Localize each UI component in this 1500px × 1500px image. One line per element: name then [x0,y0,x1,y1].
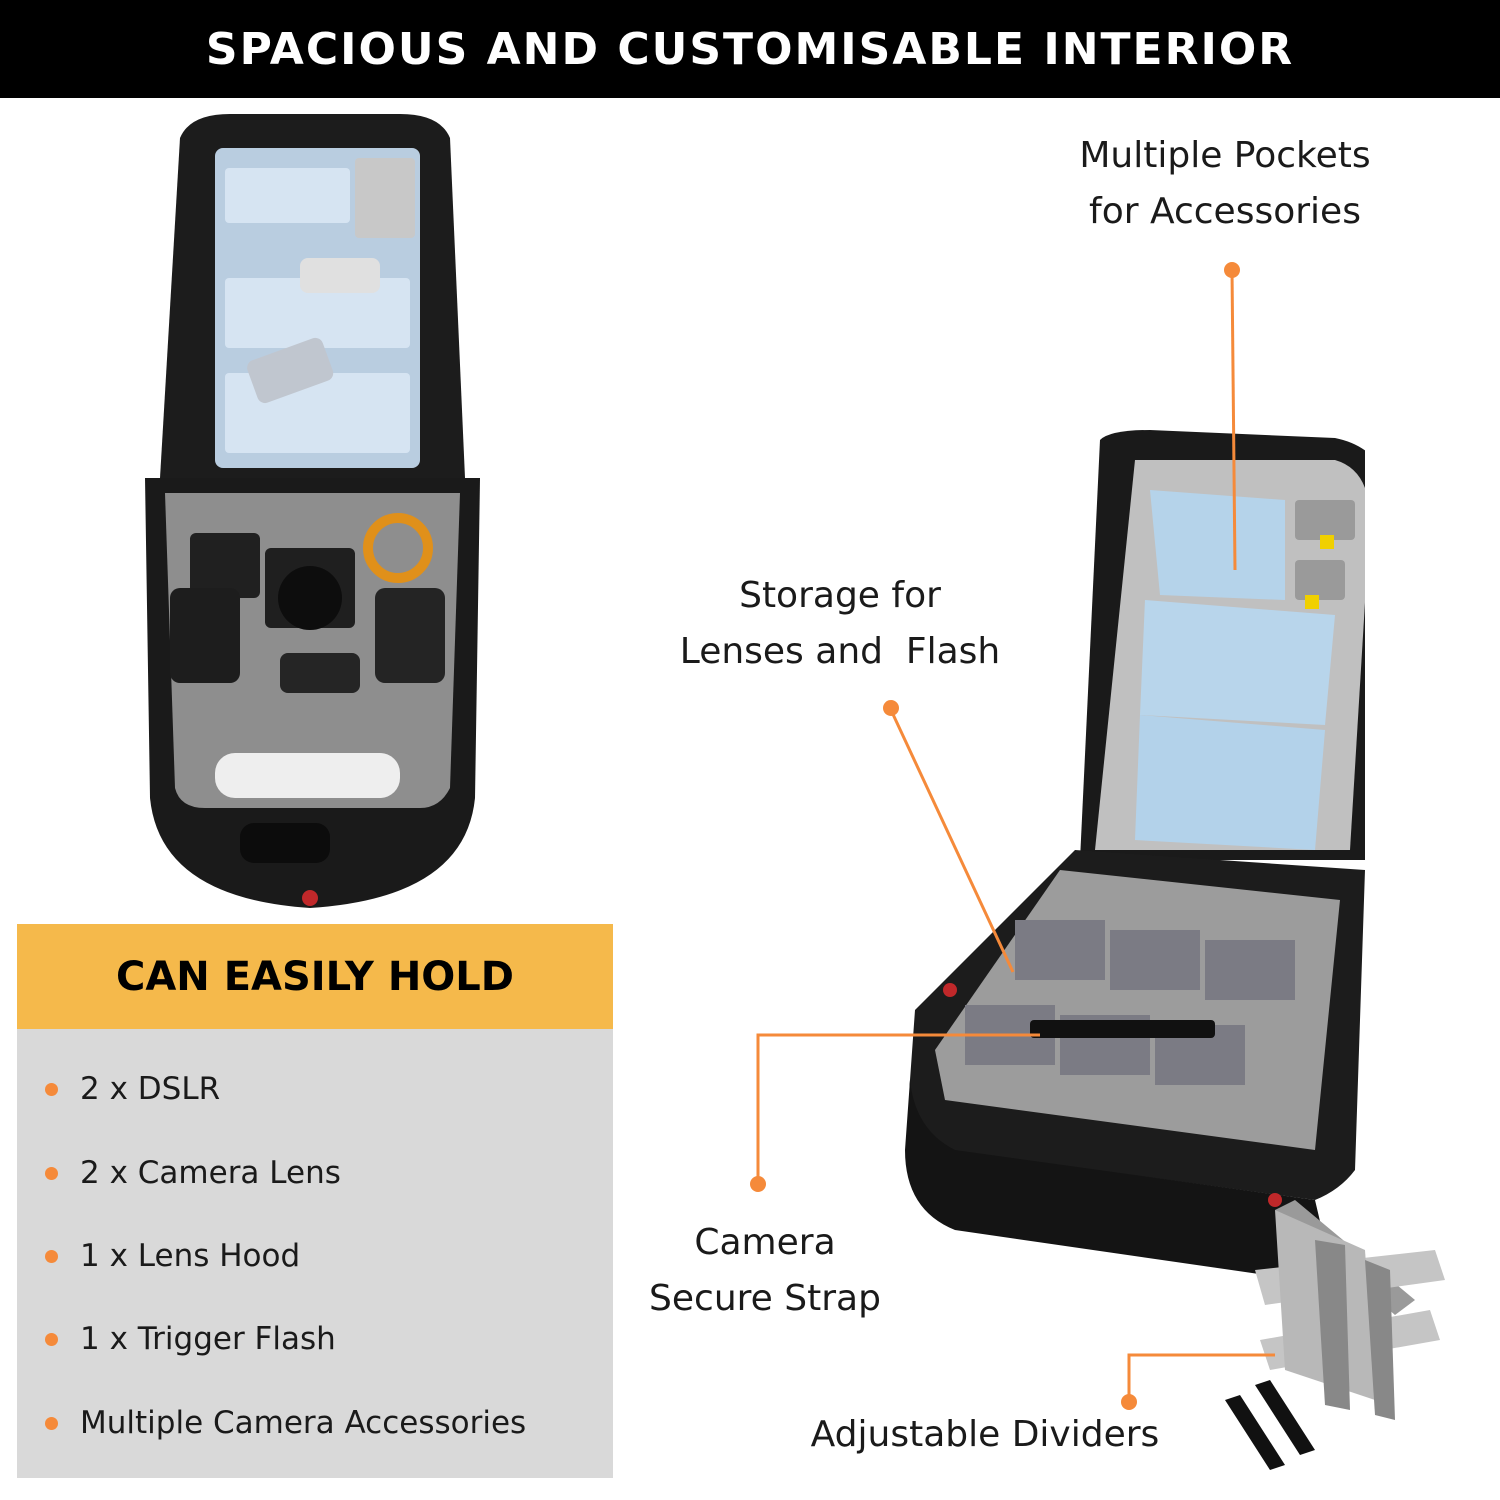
page-title: SPACIOUS AND CUSTOMISABLE INTERIOR [205,23,1295,75]
bullet-icon [45,1082,58,1096]
dot-strap [750,1176,766,1192]
bullet-icon [45,1416,58,1430]
backpack-filled-photo [145,114,480,908]
callout-storage: Storage for Lenses and Flash [679,575,1001,672]
capacity-panel-header: CAN EASILY HOLD [17,924,613,1029]
callout-dividers: Adjustable Dividers [810,1414,1160,1455]
dot-pockets [1224,262,1240,278]
capacity-panel: CAN EASILY HOLD 2 x DSLR 2 x Camera Lens… [17,924,613,1478]
list-item: 1 x Trigger Flash [45,1319,336,1359]
list-item: 2 x DSLR [45,1069,220,1109]
bullet-icon [45,1249,58,1263]
dividers-photo [1225,1200,1445,1470]
capacity-heading: CAN EASILY HOLD [115,953,514,1000]
bullet-icon [45,1166,58,1180]
list-item: 2 x Camera Lens [45,1153,341,1193]
list-item: Multiple Camera Accessories [45,1403,526,1443]
title-banner: SPACIOUS AND CUSTOMISABLE INTERIOR [0,0,1500,98]
callout-strap: Camera Secure Strap [649,1222,881,1319]
backpack-empty-photo [905,430,1365,1285]
bullet-icon [45,1332,58,1346]
callout-pockets: Multiple Pockets for Accessories [1079,135,1371,232]
list-item: 1 x Lens Hood [45,1236,300,1276]
